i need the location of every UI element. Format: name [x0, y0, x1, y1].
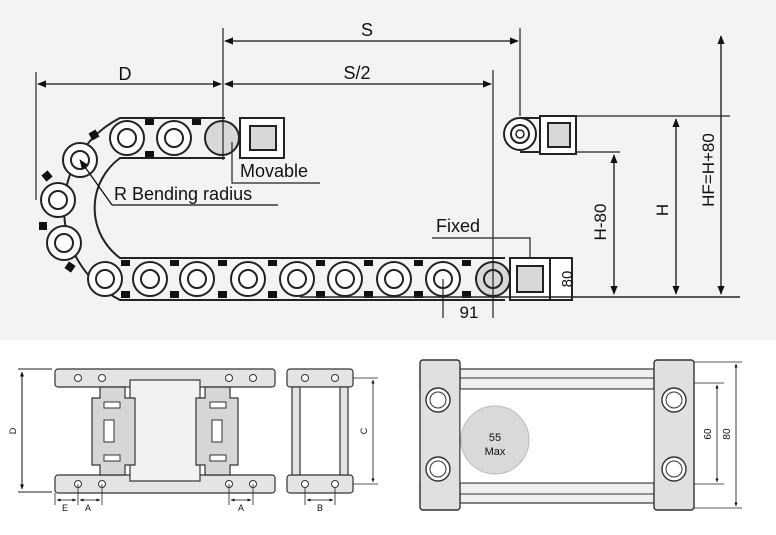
chain-bottom-links: [87, 260, 511, 298]
section-dim-60-label: 60: [703, 428, 714, 440]
top-view-dim-a-right-label: A: [238, 503, 244, 513]
chain-inner-contour: [93, 157, 505, 259]
fixed-end-bracket: 80: [509, 257, 576, 301]
dim-h-minus-80-label: H-80: [591, 204, 610, 241]
top-view-dim-a-left-label: A: [85, 503, 91, 513]
top-view-dim-d-label: D: [8, 427, 18, 434]
top-view-dim-e-label: E: [62, 503, 68, 513]
capacity-value-label: 55: [489, 432, 501, 444]
section-view: 55 Max 60 80: [419, 359, 742, 511]
fixed-bracket-height-label: 80: [559, 271, 576, 288]
side-view: C B: [286, 368, 378, 513]
main-elevation: 80 S S/2 D Movable: [35, 20, 740, 322]
fixed-label: Fixed: [436, 216, 480, 236]
dim-s-half-label: S/2: [343, 63, 370, 83]
dim-s-label: S: [361, 20, 373, 40]
bending-radius-label: R Bending radius: [114, 184, 252, 204]
moving-end-right: [503, 115, 577, 155]
section-dim-80-label: 80: [722, 428, 733, 440]
side-view-dim-c-label: C: [359, 427, 369, 434]
capacity-unit-label: Max: [485, 446, 506, 458]
max-cable-circle: [460, 405, 530, 475]
dim-91-label: 91: [460, 303, 479, 322]
dim-h-label: H: [653, 204, 672, 216]
dim-d-label: D: [119, 64, 132, 84]
chain-top-links: [109, 119, 240, 157]
top-view: D E A A: [8, 368, 276, 513]
dim-hf-label: HF=H+80: [699, 133, 718, 207]
movable-label: Movable: [240, 161, 308, 181]
movable-end-bracket: [239, 117, 285, 159]
side-view-dim-b-label: B: [317, 503, 323, 513]
